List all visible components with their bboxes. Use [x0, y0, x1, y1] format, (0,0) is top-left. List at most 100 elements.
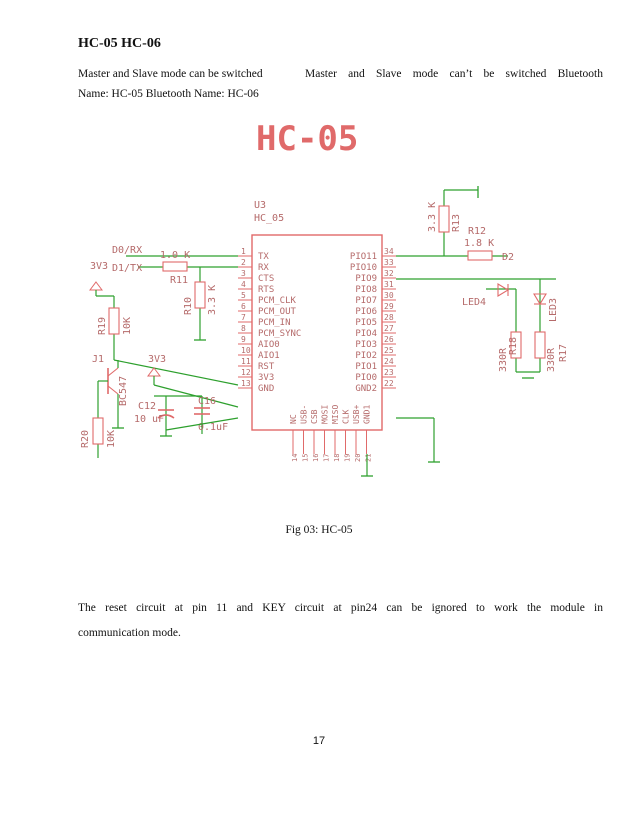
chip-pin-number: 12: [241, 368, 251, 377]
label-d0rx: D0/RX: [112, 245, 142, 256]
chip-pin-name: PIO2: [355, 351, 377, 361]
resistor-r12: [467, 250, 493, 261]
chip-pin-name: PIO6: [355, 307, 377, 317]
label-bc547: BC547: [118, 376, 129, 406]
chip-pin-name: PCM_IN: [258, 318, 291, 328]
hc05-schematic: HC-05 U3 HC_05 1TX2RX3CTS4RTS5PCM_CLK6PC…: [80, 119, 569, 477]
label-r12-value: 1.8 K: [464, 238, 494, 249]
label-r17-value: 330R: [546, 347, 557, 372]
label-r18: R18: [508, 337, 519, 355]
label-r10: R10: [183, 297, 194, 315]
label-c16: C16: [198, 396, 216, 407]
chip-pin-name: RST: [258, 362, 275, 372]
chip-pin-name: MOSI: [321, 405, 330, 424]
label-r11-value: 1.0 K: [160, 250, 190, 261]
chip-pin-number: 29: [384, 302, 394, 311]
figure-caption: Fig 03: HC-05: [285, 524, 353, 536]
chip-pin-name: NC: [289, 414, 298, 424]
label-d1tx: D1/TX: [112, 263, 142, 274]
chip-pin-number: 27: [384, 324, 394, 333]
resistor-r11: [162, 261, 188, 272]
label-r19: R19: [97, 317, 108, 335]
chip-pin-number: 23: [384, 368, 394, 377]
chip-pin-number: 19: [344, 454, 352, 462]
chip-pin-number: 30: [384, 291, 394, 300]
label-r20: R20: [80, 430, 91, 448]
chip-pin-name: RTS: [258, 285, 274, 295]
label-led4: LED4: [462, 297, 486, 308]
right-column-line-1: Master and Slave mode can’t be switched …: [305, 68, 603, 80]
chip-pin-number: 18: [333, 454, 341, 462]
right-column: Master and Slave mode can’t be switched …: [305, 64, 603, 84]
label-c12: C12: [138, 401, 156, 412]
resistor-r18: [510, 331, 522, 359]
chip-pin-name: MISO: [331, 405, 340, 424]
chip-pin-name: GND2: [355, 384, 377, 394]
label-c12-value: 10 uF: [134, 414, 164, 425]
label-3v3-mid: 3V3: [148, 354, 166, 365]
chip-pin-number: 25: [384, 346, 394, 355]
chip-pin-name: PIO3: [355, 340, 377, 350]
page-number: 17: [312, 735, 326, 747]
label-r19-value: 10K: [122, 317, 133, 335]
chip-pin-name: PIO4: [355, 329, 377, 339]
chip-pin-name: GND1: [363, 405, 372, 424]
chip-pin-name: PIO10: [350, 263, 377, 273]
chip-pin-name: PIO11: [350, 252, 377, 262]
resistor-r10: [194, 281, 206, 309]
chip-pin-number: 6: [241, 302, 246, 311]
chip-pin-name: GND: [258, 384, 274, 394]
chip-pin-number: 4: [241, 280, 246, 289]
power-3v3-left-symbol: [89, 281, 103, 291]
chip-pin-number: 9: [241, 335, 246, 344]
transistor-j1-emitter: [107, 385, 119, 395]
chip-ref: U3: [254, 200, 266, 211]
chip-pin-number: 7: [241, 313, 246, 322]
capacitor-c12-bottom: [157, 414, 175, 419]
chip-pin-name: PIO1: [355, 362, 377, 372]
label-r10-value: 3.3 K: [207, 285, 218, 315]
label-r11: R11: [170, 275, 188, 286]
chip-pin-number: 5: [241, 291, 246, 300]
label-3v3-left: 3V3: [90, 261, 108, 272]
left-column: Master and Slave mode can be switched Na…: [78, 64, 283, 104]
label-j1: J1: [92, 354, 104, 365]
chip-pin-name: PIO9: [355, 274, 377, 284]
left-column-line-2: Name: HC-05 Bluetooth Name: HC-06: [78, 88, 259, 100]
led3-symbol: [533, 293, 547, 306]
label-r12: R12: [468, 226, 486, 237]
label-d2: D2: [502, 252, 514, 263]
chip-pin-number: 3: [241, 269, 246, 278]
chip-pin-number: 32: [384, 269, 394, 278]
chip-pin-number: 21: [365, 454, 373, 462]
chip-right-pins: 34PIO1133PIO1032PIO931PIO830PIO729PIO628…: [350, 247, 396, 394]
chip-pin-name: PCM_OUT: [258, 307, 297, 317]
body-paragraph-line-1: The reset circuit at pin 11 and KEY circ…: [78, 602, 603, 614]
chip-pin-number: 22: [384, 379, 394, 388]
label-r18-value: 330R: [498, 347, 509, 372]
chip-pin-name: PCM_SYNC: [258, 329, 301, 339]
chip-pin-number: 8: [241, 324, 246, 333]
chip-pin-name: CLK: [342, 409, 351, 424]
chip-pin-name: USB+: [352, 405, 361, 424]
resistor-r20: [92, 417, 104, 445]
chip-pin-number: 33: [384, 258, 394, 267]
body-paragraph: The reset circuit at pin 11 and KEY circ…: [78, 596, 603, 646]
chip-pin-number: 20: [354, 454, 362, 462]
chip-pin-number: 26: [384, 335, 394, 344]
chip-pin-name: CSB: [310, 409, 319, 424]
chip-pin-name: RX: [258, 263, 269, 273]
chip-pin-number: 2: [241, 258, 246, 267]
resistor-r17: [534, 331, 546, 359]
chip-pin-number: 1: [241, 247, 246, 256]
chip-pin-name: AIO0: [258, 340, 280, 350]
transistor-j1-collector: [107, 367, 119, 377]
chip-pin-number: 17: [323, 454, 331, 462]
chip-pin-number: 15: [302, 454, 310, 462]
label-r13-value: 3.3 K: [427, 202, 438, 232]
chip-left-pins: 1TX2RX3CTS4RTS5PCM_CLK6PCM_OUT7PCM_IN8PC…: [238, 247, 301, 394]
resistor-r13: [438, 205, 450, 233]
chip-pin-number: 16: [312, 454, 320, 462]
chip-pin-name: AIO1: [258, 351, 280, 361]
led4-symbol: [497, 283, 510, 297]
